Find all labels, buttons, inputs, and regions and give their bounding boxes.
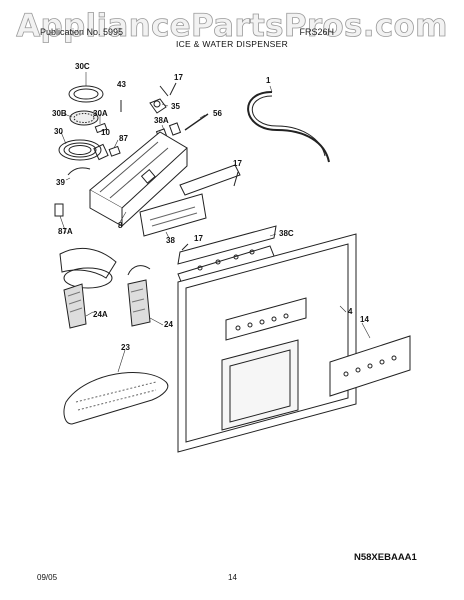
part-30a: [94, 122, 108, 134]
callout-43: 43: [117, 80, 126, 89]
diagram-code: N58XEBAAA1: [354, 552, 417, 563]
part-10: [93, 143, 109, 161]
callout-14: 14: [360, 315, 369, 324]
part-24-tray: [127, 265, 151, 327]
part-30-gasket: [58, 139, 102, 161]
part-39-wire: [67, 167, 91, 176]
callout-87: 87: [119, 134, 128, 143]
part-87a: [54, 203, 64, 217]
callout-38a: 38A: [154, 116, 169, 125]
callout-30: 30: [54, 127, 63, 136]
part-14-overlay: [329, 335, 411, 397]
part-17-screw-b: [233, 171, 239, 187]
watermark: AppliancePartsPros.com: [16, 8, 448, 45]
footer-date: 09/05: [37, 573, 58, 582]
callout-30a: 30A: [93, 109, 108, 118]
callout-87a: 87A: [58, 227, 73, 236]
part-23-drip-tray: [63, 372, 169, 425]
callout-10: 10: [101, 128, 110, 137]
callout-8: 8: [118, 221, 123, 230]
callout-24: 24: [164, 320, 173, 329]
callout-35: 35: [171, 102, 180, 111]
callout-17-low: 17: [194, 234, 203, 243]
callout-17-mid: 17: [233, 159, 242, 168]
part-17-screw-c: [181, 243, 189, 251]
callout-24a: 24A: [93, 310, 108, 319]
callout-38c: 38C: [279, 229, 294, 238]
part-8-housing: [89, 131, 188, 227]
part-30c-lid: [68, 85, 104, 103]
callout-23: 23: [121, 343, 130, 352]
callout-30b: 30B: [52, 109, 67, 118]
publication-label: Publication No. 5995: [40, 27, 124, 37]
footer-page-number: 14: [228, 573, 237, 582]
part-24a-chute: [59, 248, 117, 329]
callout-17-top: 17: [174, 73, 183, 82]
callout-56: 56: [213, 109, 222, 118]
callout-30c: 30C: [75, 62, 90, 71]
callout-38: 38: [166, 236, 175, 245]
part-30b-filter: [69, 110, 99, 126]
callout-39: 39: [56, 178, 65, 187]
part-17-screw-a: [169, 82, 177, 96]
model-label: FRS26H: [299, 27, 334, 37]
callout-4: 4: [348, 307, 353, 316]
part-4-door-panel: [177, 233, 357, 453]
part-38-board: [139, 164, 241, 237]
header-row: Publication No. 5995 FRS26H: [40, 27, 334, 37]
part-56-rod: [184, 113, 209, 131]
section-title: ICE & WATER DISPENSER: [175, 39, 289, 49]
callout-1: 1: [266, 76, 271, 85]
part-87: [108, 145, 121, 157]
part-35-actuator: [149, 85, 169, 114]
